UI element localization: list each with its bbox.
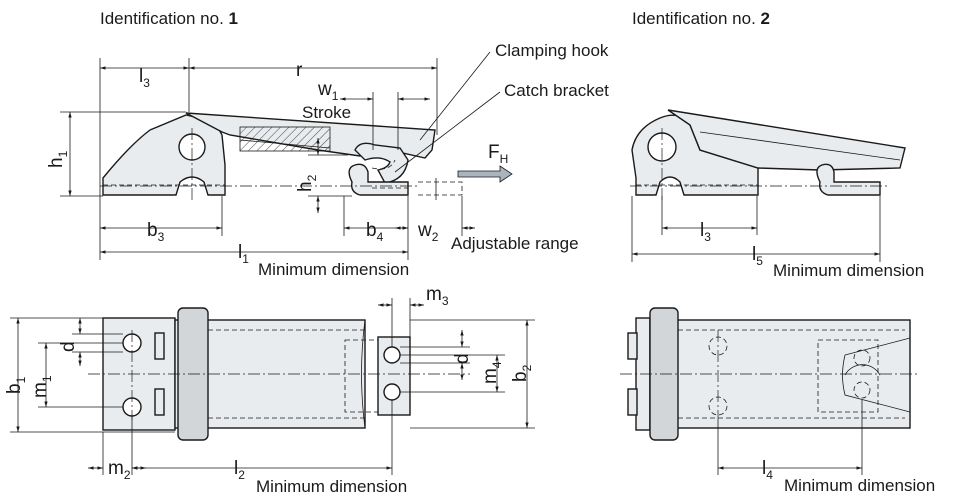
stroke-label: Stroke <box>302 103 351 122</box>
dim-l2-note: Minimum dimension <box>256 477 407 495</box>
dim-d-label-left: d <box>58 341 79 352</box>
dim-l2-label: l2 <box>234 458 245 482</box>
dim-l5-note: Minimum dimension <box>773 261 924 280</box>
dim-b4-label: b4 <box>366 220 384 244</box>
dim-b3-label: b3 <box>147 220 165 244</box>
dimensions-2-top <box>717 400 863 475</box>
dim-r-label: r <box>296 60 303 81</box>
dim-m3-label: m3 <box>426 284 449 308</box>
latch-2-side-view <box>630 109 906 200</box>
id2-header: Identification no. 2 <box>632 9 770 28</box>
latch-2-top-view <box>620 307 918 441</box>
dim-w1-label: w1 <box>317 79 339 103</box>
dim-m4-label: m4 <box>480 361 504 384</box>
dim-w2-label: w2 <box>417 220 439 244</box>
dim-l1-note: Minimum dimension <box>258 260 409 279</box>
dim-h1-label: h1 <box>46 150 70 168</box>
dim-b2-label: b2 <box>510 364 534 382</box>
dim-l3-label-2: l3 <box>700 220 711 244</box>
dim-b1-label: b1 <box>4 376 28 394</box>
id1-header: Identification no. 1 <box>100 9 238 28</box>
clamping-hook-label: Clamping hook <box>495 41 609 60</box>
dim-l3-label: l3 <box>139 66 150 90</box>
adjustable-range-label: Adjustable range <box>451 234 579 253</box>
dim-l4-label: l4 <box>762 458 773 482</box>
dimensions-1-side <box>60 51 501 260</box>
dim-m1-label: m1 <box>30 375 54 398</box>
dimensions-1-top <box>10 298 535 475</box>
dim-m2-label: m2 <box>108 458 131 482</box>
dim-l5-label: l5 <box>752 244 763 268</box>
force-arrow-icon <box>457 165 513 183</box>
dimensions-2-side <box>631 196 881 262</box>
dim-l4-note: Minimum dimension <box>784 476 935 495</box>
dim-h2-label: h2 <box>295 174 319 192</box>
dim-d-label-right: d <box>452 353 473 364</box>
latch-1-top-view <box>88 307 470 441</box>
dim-l1-label: l1 <box>238 242 249 266</box>
catch-bracket-label: Catch bracket <box>504 81 609 100</box>
force-label: FH <box>488 142 508 166</box>
